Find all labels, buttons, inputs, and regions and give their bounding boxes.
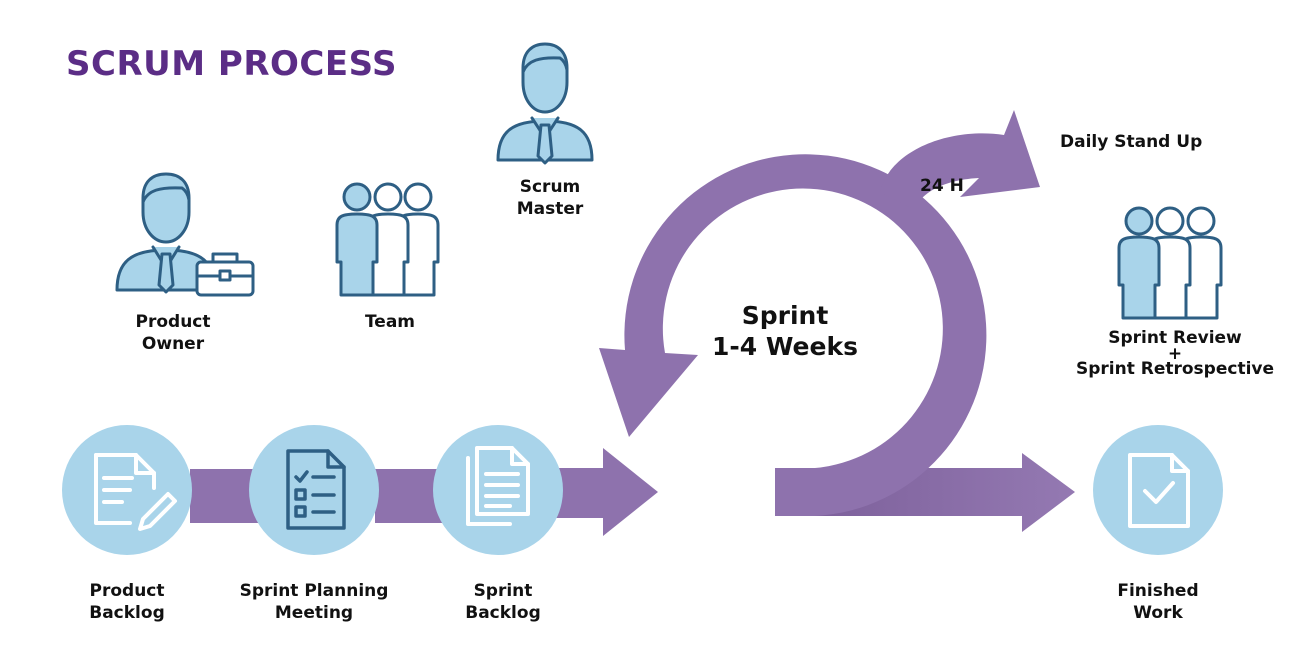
scrum-master-icon: [496, 42, 594, 165]
product-owner-label: Product Owner: [108, 311, 238, 355]
product-owner-label-line2: Owner: [141, 334, 205, 354]
scrum-master-label-line2: Master: [516, 199, 584, 219]
document-check-icon: [1128, 453, 1190, 528]
documents-stack-icon: [466, 446, 530, 526]
review-team-icon: [1117, 206, 1223, 320]
sprint-planning-label: Sprint Planning Meeting: [224, 580, 404, 624]
finished-work-line2: Work: [1133, 603, 1183, 623]
product-owner-label-line1: Product: [135, 312, 211, 332]
daily-standup-text: Daily Stand Up: [1060, 132, 1203, 152]
step-circle-sprint-backlog: [433, 425, 563, 555]
team-label-text: Team: [364, 312, 416, 332]
product-backlog-label: Product Backlog: [62, 580, 192, 624]
cycle-24h-text: 24 H: [920, 176, 964, 196]
sprint-planning-line2: Meeting: [274, 603, 354, 623]
cycle-24h-label: 24 H: [920, 175, 990, 197]
sprint-backlog-line1: Sprint: [473, 581, 533, 601]
scrum-master-label-line1: Scrum: [519, 177, 581, 197]
daily-standup-label: Daily Stand Up: [1060, 131, 1230, 153]
product-backlog-line1: Product: [89, 581, 165, 601]
product-owner-icon: [115, 172, 255, 297]
sprint-review-label: Sprint Review + Sprint Retrospective: [1055, 328, 1295, 380]
sprint-label-line2: 1-4 Weeks: [712, 332, 858, 361]
sprint-backlog-line2: Backlog: [465, 603, 541, 623]
product-backlog-line2: Backlog: [89, 603, 165, 623]
team-icon: [335, 182, 440, 297]
sprint-review-plus: +: [1167, 344, 1183, 364]
sprint-planning-line1: Sprint Planning: [239, 581, 389, 601]
step-circle-finished-work: [1093, 425, 1223, 555]
scrum-master-label: Scrum Master: [490, 176, 610, 220]
team-label: Team: [330, 311, 450, 333]
sprint-label: Sprint 1-4 Weeks: [690, 300, 880, 362]
document-pencil-icon: [94, 453, 177, 531]
finished-work-label: Finished Work: [1093, 580, 1223, 624]
sprint-review-line1: Sprint Review: [1108, 328, 1242, 348]
sprint-label-line1: Sprint: [741, 301, 829, 330]
checklist-icon: [286, 449, 346, 530]
finished-work-line1: Finished: [1117, 581, 1199, 601]
sprint-review-line2: Sprint Retrospective: [1075, 359, 1275, 379]
page-title: SCRUM PROCESS: [66, 44, 398, 84]
sprint-backlog-label: Sprint Backlog: [438, 580, 568, 624]
daily-standup-arrow: [880, 110, 1040, 210]
